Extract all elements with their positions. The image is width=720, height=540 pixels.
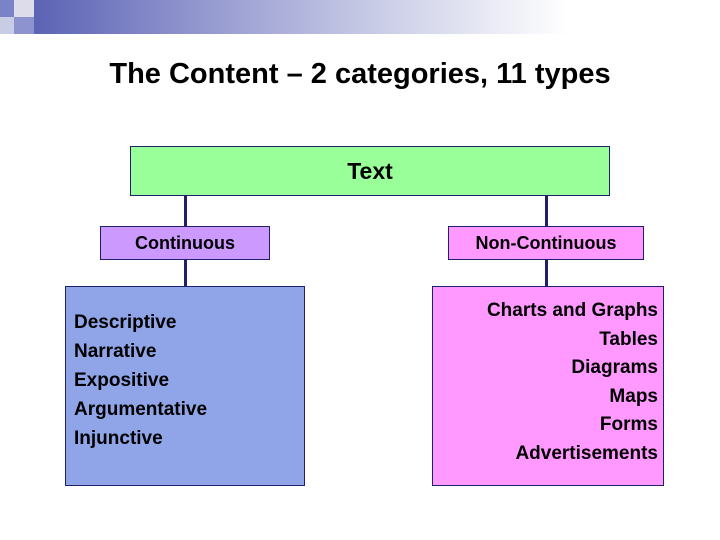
- decorative-corner-blocks: [0, 0, 120, 34]
- node-continuous-header: Continuous: [100, 226, 270, 260]
- corner-block-top-left: [0, 0, 14, 17]
- node-text-root: Text: [130, 146, 610, 196]
- list-item: Expositive: [74, 369, 170, 391]
- list-item: Charts and Graphs: [486, 300, 658, 321]
- node-non-continuous-header: Non-Continuous: [448, 226, 644, 260]
- connector-noncontinuous-to-list: [545, 260, 548, 286]
- list-item: Advertisements: [515, 442, 658, 464]
- connector-continuous-to-list: [184, 260, 187, 286]
- list-item: Tables: [599, 328, 658, 350]
- corner-block-bottom-left: [0, 17, 14, 34]
- content-hierarchy-diagram: Text Continuous Non-Continuous Descripti…: [0, 140, 720, 510]
- connector-root-to-noncontinuous: [545, 196, 548, 226]
- list-item: Injunctive: [74, 427, 163, 449]
- page-title: The Content – 2 categories, 11 types: [109, 58, 611, 90]
- connector-root-to-continuous: [184, 196, 187, 226]
- header-gradient-bar: [34, 0, 720, 34]
- list-item: Maps: [609, 385, 658, 407]
- list-item: Descriptive: [74, 312, 177, 333]
- node-non-continuous-items: Charts and Graphs Tables Diagrams Maps F…: [432, 286, 664, 486]
- corner-block-bottom-right: [14, 17, 34, 34]
- list-item: Diagrams: [571, 357, 658, 378]
- list-item: Forms: [599, 414, 658, 435]
- corner-block-top-right: [14, 0, 34, 17]
- list-item: Narrative: [74, 340, 157, 362]
- node-continuous-items: Descriptive Narrative Expositive Argumen…: [65, 286, 305, 486]
- list-item: Argumentative: [74, 398, 208, 420]
